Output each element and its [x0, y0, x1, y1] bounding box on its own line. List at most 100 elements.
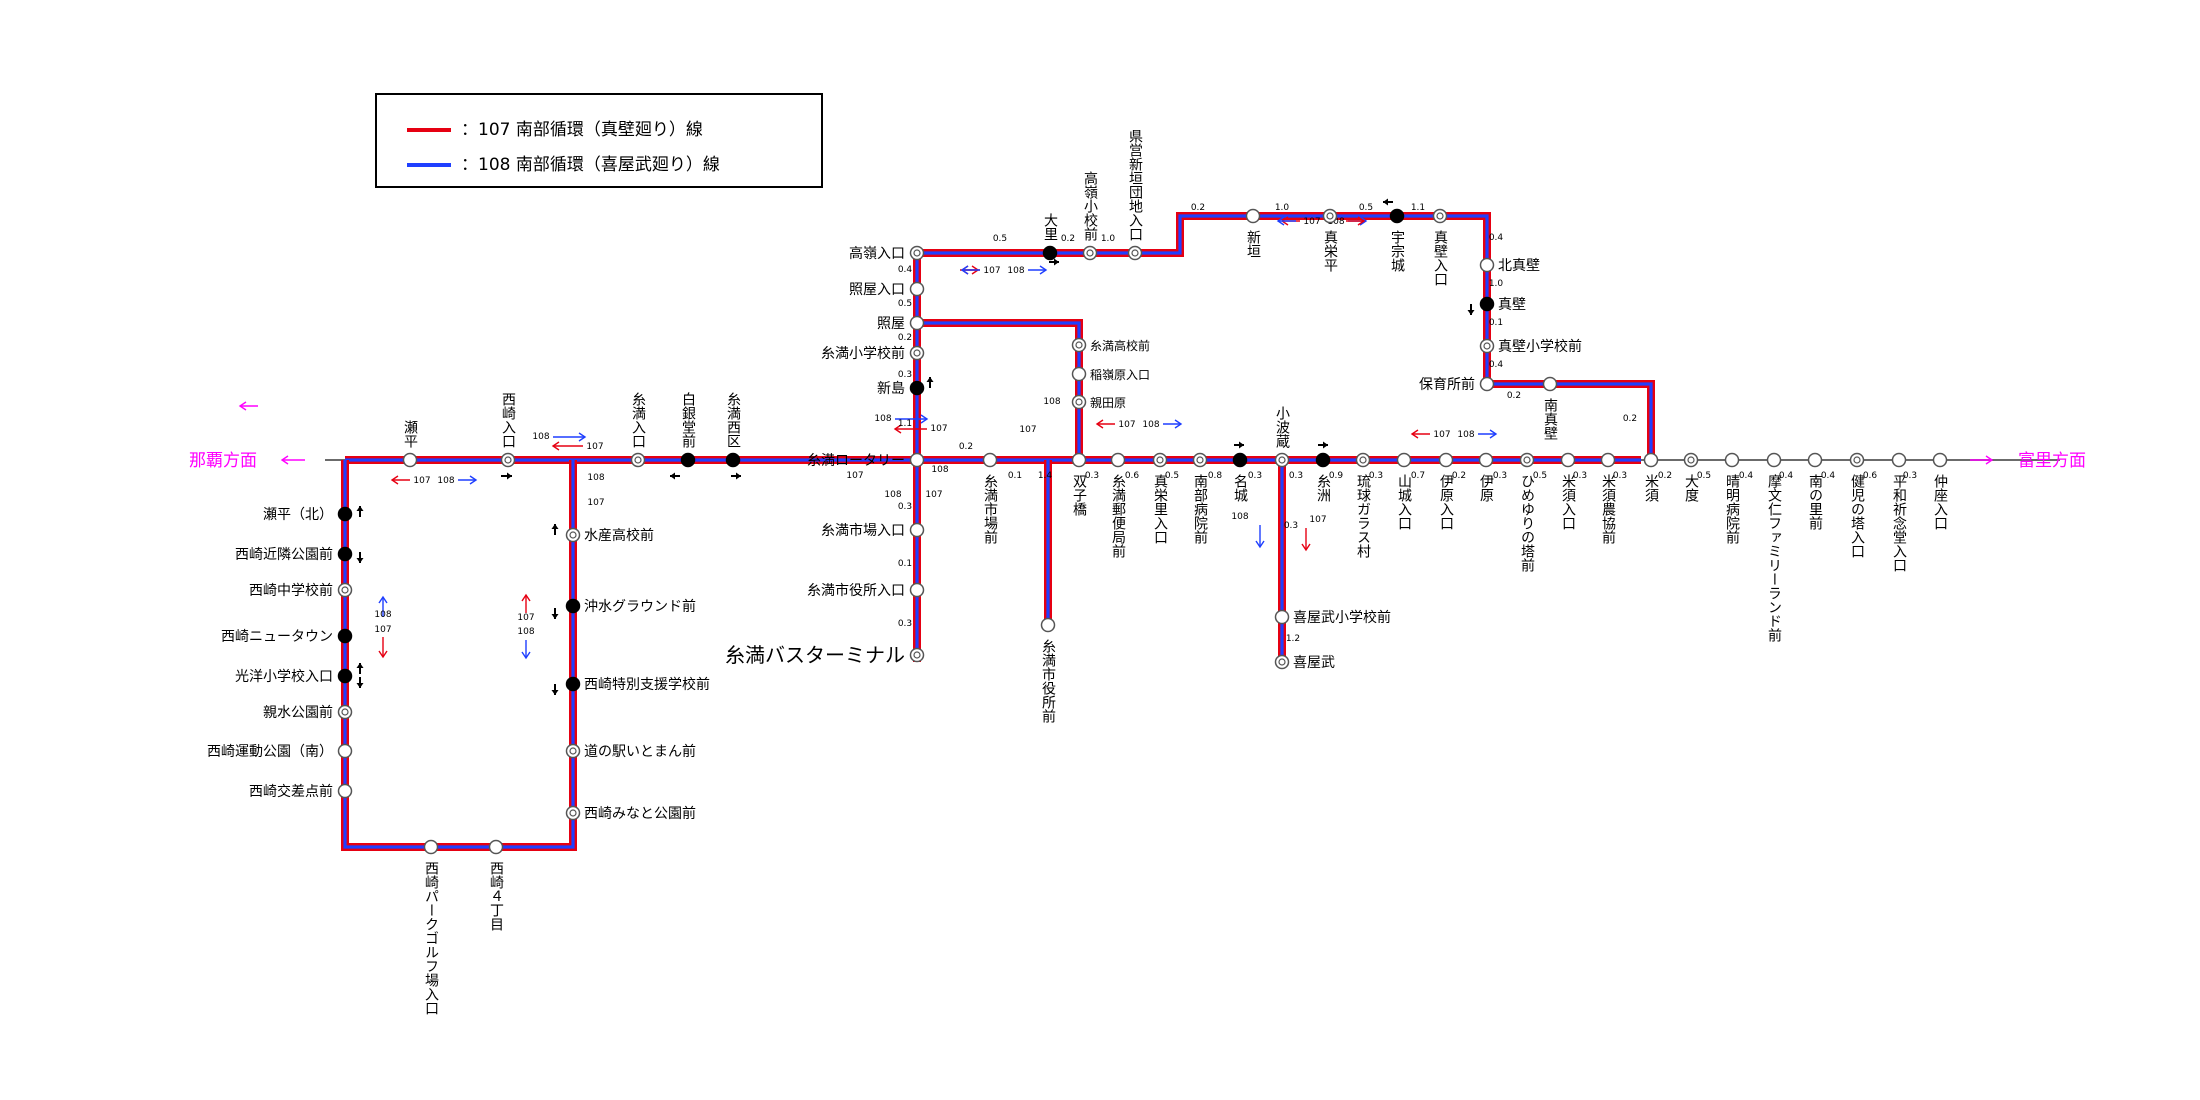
stop-marker[interactable] [1082, 245, 1098, 261]
stop-marker[interactable] [1042, 245, 1058, 261]
stop-marker[interactable] [1479, 296, 1495, 312]
stop-marker[interactable] [1542, 376, 1558, 392]
distance-label: 0.3 [1573, 471, 1587, 481]
stop-marker[interactable] [1110, 452, 1126, 468]
route-number-label: 108 [437, 476, 454, 486]
stop-marker[interactable] [1274, 654, 1290, 670]
stop-marker-inner [504, 456, 512, 464]
stop-label: 新島 [877, 381, 905, 397]
stop-marker[interactable] [423, 839, 439, 855]
stop-marker[interactable] [565, 805, 581, 821]
stop-marker[interactable] [1683, 452, 1699, 468]
stop-marker[interactable] [725, 452, 741, 468]
direction-east-label[interactable]: 富里方面 [2018, 451, 2086, 471]
stop-marker[interactable] [337, 704, 353, 720]
stop-marker[interactable] [1152, 452, 1168, 468]
stop-marker[interactable] [1643, 452, 1659, 468]
stop-marker[interactable] [1478, 452, 1494, 468]
stop-marker[interactable] [909, 582, 925, 598]
distance-label: 0.4 [1489, 360, 1504, 370]
stop-marker-inner [634, 456, 642, 464]
stop-direction-arrow-head [1383, 198, 1388, 206]
distance-label: 1.0 [1489, 279, 1504, 289]
stop-label: 西崎４丁目 [488, 861, 504, 931]
stop-marker[interactable] [1438, 452, 1454, 468]
stop-marker[interactable] [565, 743, 581, 759]
stop-marker[interactable] [1322, 208, 1338, 224]
stop-marker[interactable] [1127, 245, 1143, 261]
stop-marker[interactable] [1766, 452, 1782, 468]
stop-marker[interactable] [337, 506, 353, 522]
stop-marker[interactable] [402, 452, 418, 468]
route-number-label: 107 [930, 424, 947, 434]
stop-marker[interactable] [1432, 208, 1448, 224]
stop-marker[interactable] [1071, 394, 1087, 410]
stop-marker[interactable] [500, 452, 516, 468]
stop-marker[interactable] [1274, 452, 1290, 468]
stop-marker-inner [341, 708, 349, 716]
stop-label: 大度 [1683, 474, 1699, 502]
stop-marker[interactable] [1274, 609, 1290, 625]
stop-marker[interactable] [1232, 452, 1248, 468]
stop-marker[interactable] [337, 628, 353, 644]
legend-swatch-107 [407, 128, 451, 132]
stop-marker[interactable] [1479, 338, 1495, 354]
stop-marker[interactable] [337, 546, 353, 562]
stop-label: 糸満市場入口 [821, 522, 905, 539]
stop-marker[interactable] [337, 668, 353, 684]
stop-label: 糸満郵便局前 [1110, 474, 1126, 559]
stop-marker[interactable] [909, 345, 925, 361]
stop-label: ひめゆりの塔前 [1519, 474, 1535, 573]
distance-label: 0.2 [959, 442, 973, 452]
stop-marker[interactable] [337, 783, 353, 799]
stop-marker[interactable] [909, 647, 925, 663]
stop-marker[interactable] [909, 452, 925, 468]
stop-marker[interactable] [1932, 452, 1948, 468]
stop-marker[interactable] [565, 676, 581, 692]
distance-label: 0.8 [1208, 471, 1223, 481]
stop-marker[interactable] [1071, 452, 1087, 468]
stop-marker[interactable] [1192, 452, 1208, 468]
stop-marker[interactable] [488, 839, 504, 855]
stop-marker[interactable] [909, 522, 925, 538]
stop-marker[interactable] [337, 582, 353, 598]
stop-label: 小波蔵 [1274, 406, 1290, 448]
stop-marker[interactable] [1891, 452, 1907, 468]
direction-west-label[interactable]: 那覇方面 [189, 451, 257, 471]
stop-marker[interactable] [565, 598, 581, 614]
stop-marker[interactable] [1479, 376, 1495, 392]
stop-marker[interactable] [1355, 452, 1371, 468]
stop-marker[interactable] [909, 315, 925, 331]
stop-marker[interactable] [1071, 366, 1087, 382]
stop-marker[interactable] [565, 527, 581, 543]
stop-marker[interactable] [1519, 452, 1535, 468]
stop-label: 米須入口 [1560, 474, 1576, 530]
stop-marker[interactable] [1600, 452, 1616, 468]
stop-marker[interactable] [1560, 452, 1576, 468]
stop-marker[interactable] [909, 380, 925, 396]
stop-marker[interactable] [1479, 257, 1495, 273]
stop-marker[interactable] [1849, 452, 1865, 468]
route-107-segment [917, 319, 1083, 460]
distance-label: 0.9 [1329, 471, 1344, 481]
stop-marker[interactable] [909, 281, 925, 297]
stop-marker[interactable] [1396, 452, 1412, 468]
stop-marker[interactable] [337, 743, 353, 759]
distance-label: 0.2 [1623, 414, 1637, 424]
stop-marker[interactable] [680, 452, 696, 468]
route-number-label: 108 [874, 414, 891, 424]
stop-direction-arrow-head [356, 506, 364, 511]
stop-marker[interactable] [1315, 452, 1331, 468]
stop-marker[interactable] [1040, 617, 1056, 633]
stop-marker[interactable] [1071, 337, 1087, 353]
stop-direction-arrow-head [1467, 310, 1475, 315]
direction-arrow-head [1255, 540, 1265, 549]
stop-marker[interactable] [909, 245, 925, 261]
stop-marker[interactable] [1389, 208, 1405, 224]
stop-marker[interactable] [982, 452, 998, 468]
stop-marker[interactable] [1245, 208, 1261, 224]
distance-label: 0.4 [1779, 471, 1794, 481]
stop-marker[interactable] [630, 452, 646, 468]
stop-marker[interactable] [1724, 452, 1740, 468]
stop-marker[interactable] [1807, 452, 1823, 468]
